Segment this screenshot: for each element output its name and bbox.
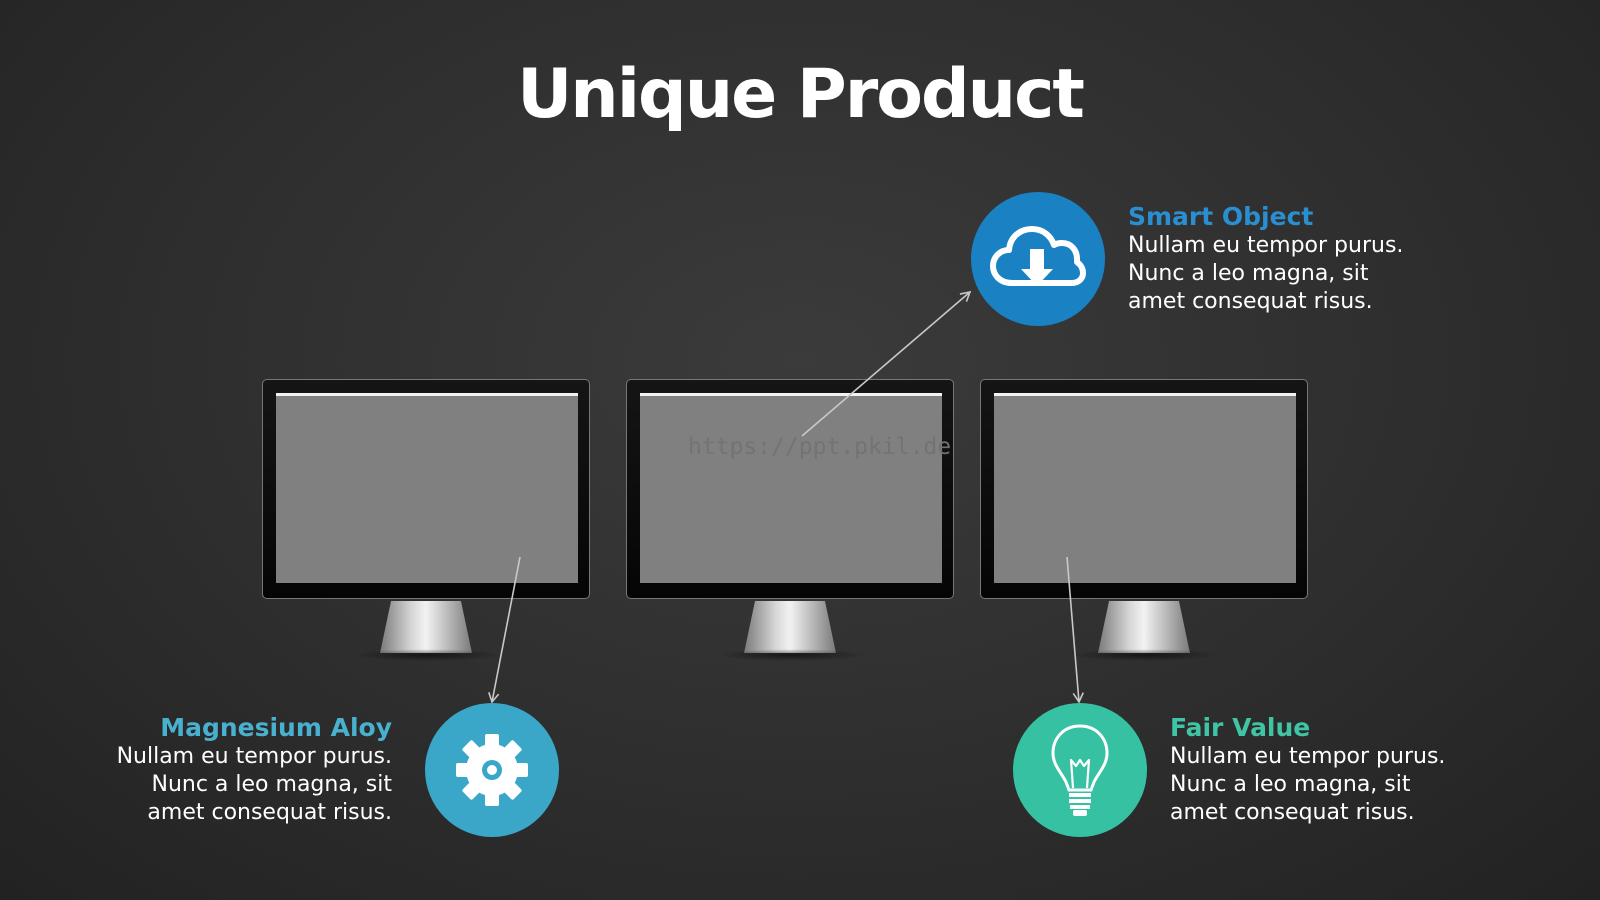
smart-object-line-2: Nunc a leo magna, sit — [1128, 261, 1369, 286]
magnesium-aloy-line-1: Nullam eu tempor purus. — [116, 744, 392, 769]
monitor-screen — [994, 393, 1296, 583]
fair-value-title: Fair Value — [1170, 713, 1311, 742]
lightbulb-icon — [1051, 724, 1109, 816]
smart-object-line-3: amet consequat risus. — [1128, 289, 1373, 314]
page-title: Unique Product — [517, 55, 1085, 134]
magnesium-aloy-text: Magnesium Aloy Nullam eu tempor purus. N… — [117, 713, 392, 827]
smart-object-text: Smart Object Nullam eu tempor purus. Nun… — [1128, 202, 1403, 316]
arrow-to-magnesium-aloy — [488, 556, 521, 704]
monitor-frame — [626, 379, 954, 599]
smart-object-title: Smart Object — [1128, 202, 1314, 231]
monitor-screen — [640, 393, 942, 583]
smart-object-line-1: Nullam eu tempor purus. — [1128, 233, 1404, 258]
gear-icon — [456, 734, 528, 806]
magnesium-aloy-circle — [425, 703, 559, 837]
monitor-stand — [380, 601, 472, 653]
smart-object-circle — [971, 192, 1105, 326]
fair-value-line-1: Nullam eu tempor purus. — [1170, 744, 1446, 769]
monitor-frame — [262, 379, 590, 599]
monitor-center — [626, 379, 956, 661]
monitor-screen — [276, 393, 578, 583]
magnesium-aloy-line-3: amet consequat risus. — [147, 800, 392, 825]
fair-value-line-2: Nunc a leo magna, sit — [1170, 772, 1411, 797]
monitor-stand — [744, 601, 836, 653]
arrow-to-fair-value — [1066, 556, 1084, 704]
arrow-to-smart-object — [801, 290, 972, 437]
monitor-right — [980, 379, 1310, 661]
fair-value-circle — [1013, 703, 1147, 837]
monitor-left — [262, 379, 592, 661]
cloud-download-icon — [990, 226, 1086, 286]
watermark-text: https://ppt.pkil.de — [688, 434, 952, 460]
fair-value-text: Fair Value Nullam eu tempor purus. Nunc … — [1170, 713, 1445, 827]
monitor-frame — [980, 379, 1308, 599]
magnesium-aloy-line-2: Nunc a leo magna, sit — [151, 772, 393, 797]
fair-value-line-3: amet consequat risus. — [1170, 800, 1415, 825]
monitor-stand — [1098, 601, 1190, 653]
magnesium-aloy-title: Magnesium Aloy — [160, 713, 392, 742]
